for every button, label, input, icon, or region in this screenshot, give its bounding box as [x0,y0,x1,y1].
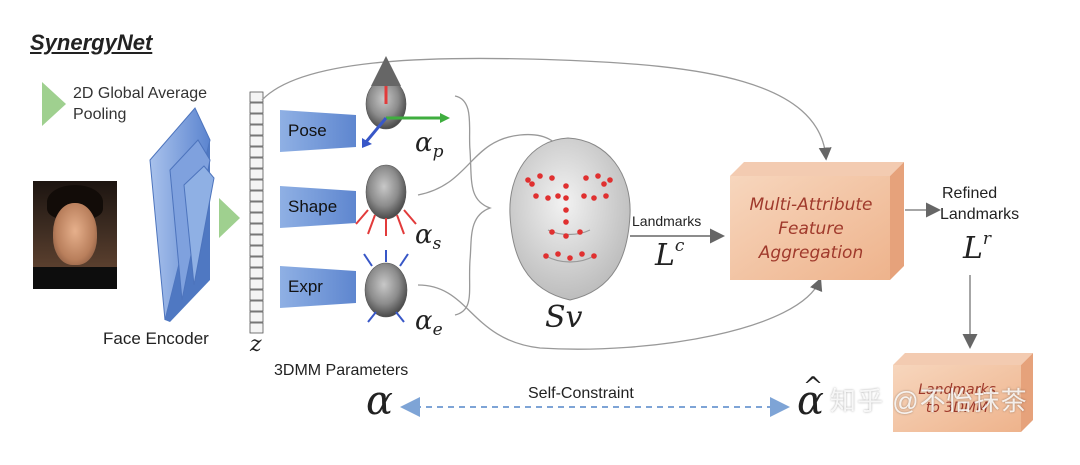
landmark-dot [577,229,583,235]
landmark-dot [555,193,561,199]
alpha-s: αs [415,220,442,254]
face-encoder-block [149,107,215,322]
z-cell [249,234,264,246]
landmark-dot [567,255,573,261]
z-cell [249,201,264,213]
landmark-dot [583,175,589,181]
z-cell [249,168,264,180]
alpha-left: α [366,378,394,424]
landmark-dot [595,173,601,179]
landmark-dot [525,177,531,183]
lc-symbol: Lc [655,236,685,273]
expr-head-icon [363,250,409,323]
lr-symbol: Lr [963,229,992,266]
shape-head-icon [355,164,417,236]
landmark-dot [563,219,569,225]
self-constraint-label: Self-Constraint [528,385,634,402]
z-cell [249,223,264,235]
expr-box: Expr [280,266,356,308]
mesh-head [509,137,631,301]
watermark: 知乎 @不怡抹茶 [830,386,1028,416]
mesh-label: Sv [545,300,583,335]
pooling-triangle-icon [219,198,240,238]
landmark-dot [545,195,551,201]
landmark-dot [533,193,539,199]
landmark-dots [525,173,613,261]
z-cell [249,311,264,323]
alpha-p: αp [415,128,444,162]
latent-label: z [250,332,262,357]
face-encoder-label: Face Encoder [103,329,209,348]
z-cell [249,157,264,169]
l2d-box [893,353,1033,432]
z-cell [249,102,264,114]
legend-label: 2D Global Average Pooling [73,85,208,123]
landmark-dot [579,251,585,257]
z-cell [249,212,264,224]
z-cell [249,267,264,279]
input-face-photo [33,181,117,289]
landmark-dot [563,183,569,189]
landmark-dot [543,253,549,259]
z-cell [249,256,264,268]
z-cell [249,146,264,158]
pose-head-icon [362,56,450,148]
z-cell [249,289,264,301]
alpha-e: αe [415,306,443,340]
z-cell [249,135,264,147]
z-cell [249,179,264,191]
z-cell [249,113,264,125]
legend-triangle-icon [42,82,66,126]
pose-box: Pose [280,110,356,152]
z-cell [249,124,264,136]
landmark-dot [581,193,587,199]
landmark-dot [549,229,555,235]
landmark-dot [563,233,569,239]
z-cell [249,278,264,290]
mafa-box [730,162,904,280]
diagram-title: SynergyNet [30,30,153,55]
landmark-dot [555,251,561,257]
landmark-dot [529,181,535,187]
landmark-dot [563,195,569,201]
landmark-dot [563,207,569,213]
landmark-dot [549,175,555,181]
landmark-dot [603,193,609,199]
connection-curves [261,57,832,350]
landmark-dot [607,177,613,183]
z-cell [249,190,264,202]
landmark-dot [537,173,543,179]
z-cell [249,245,264,257]
z-cell [249,91,264,103]
landmark-dot [591,253,597,259]
shape-box: Shape [280,186,356,228]
landmark-dot [591,195,597,201]
z-cell [249,322,264,334]
z-cell [249,300,264,312]
latent-vector-z [249,91,264,334]
params-caption: 3DMM Parameters [274,362,409,379]
landmarks-label: Landmarks [632,213,702,229]
landmark-dot [601,181,607,187]
alpha-hat: ^α [797,372,825,424]
